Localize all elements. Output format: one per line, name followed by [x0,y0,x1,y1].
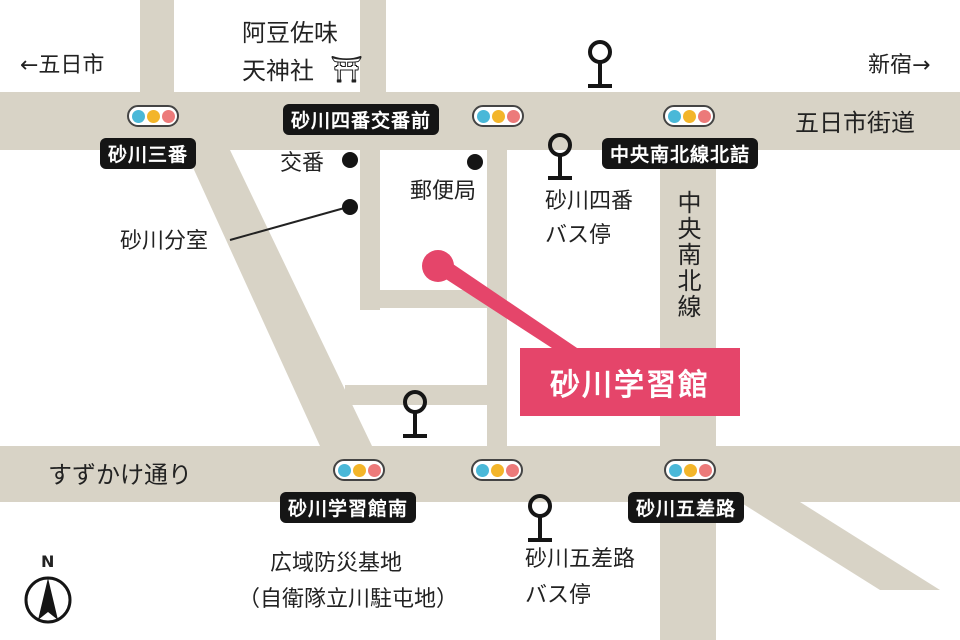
block-road-left [360,150,380,310]
intersection-chuo-nanboku-kitazume: 中央南北線北詰 [602,138,759,169]
direction-left: ←五日市 [20,53,105,78]
traffic-signal-icon [472,105,524,127]
bottom-road-label: すずかけ通り [48,461,192,489]
intersection-sunagawa-gosaro: 砂川五差路 [628,492,745,523]
destination-label: 砂川学習館 [520,348,740,416]
left-vertical-road [140,0,174,150]
bus-stop-icon [403,390,427,438]
base-label-line2: （自衛隊立川駐屯地） [238,587,459,612]
top-road-label: 五日市街道 [795,109,915,137]
destination-dot [422,250,454,282]
traffic-signal-icon [663,105,715,127]
shrine-label-line2: 天神社 [242,57,314,85]
block-road-lower [345,385,490,405]
base-label-line1: 広域防災基地 [270,551,403,576]
torii-icon: ⛩ [330,55,364,85]
shrine-label-line1: 阿豆佐味 [242,19,338,47]
bus-stop-icon [548,133,572,180]
block-road-middle [360,290,490,308]
bus-stop-5-label-line2: バス停 [525,583,592,608]
police-box-label: 交番 [280,151,325,176]
traffic-signal-icon [471,459,523,481]
police-box-dot [342,152,358,168]
destination-pointer [438,262,580,350]
lower-right-diagonal-road [740,502,940,590]
intersection-sunagawa-yonban-kobanmae: 砂川四番交番前 [283,104,440,135]
branch-office-leader [229,206,349,241]
vertical-road-label: 中央南北線 [673,190,701,320]
bus-stop-4-label-line1: 砂川四番 [545,189,634,214]
post-office-label: 郵便局 [410,179,477,204]
bus-stop-icon [528,494,552,542]
bus-stop-icon [588,40,612,88]
intersection-sunagawa-gakushukan-minami: 砂川学習館南 [280,492,417,523]
intersection-sunagawa-sanban: 砂川三番 [100,138,197,169]
bus-stop-4-label-line2: バス停 [545,223,612,248]
traffic-signal-icon [333,459,385,481]
traffic-signal-icon [127,105,179,127]
compass-icon [24,576,72,624]
bus-stop-5-label-line1: 砂川五差路 [525,547,636,572]
traffic-signal-icon [664,459,716,481]
compass-label: N [41,552,55,571]
direction-right: 新宿→ [868,53,931,78]
branch-office-dot [342,199,358,215]
branch-office-label: 砂川分室 [120,229,209,254]
post-office-dot [467,154,483,170]
diagonal-road [185,150,372,446]
